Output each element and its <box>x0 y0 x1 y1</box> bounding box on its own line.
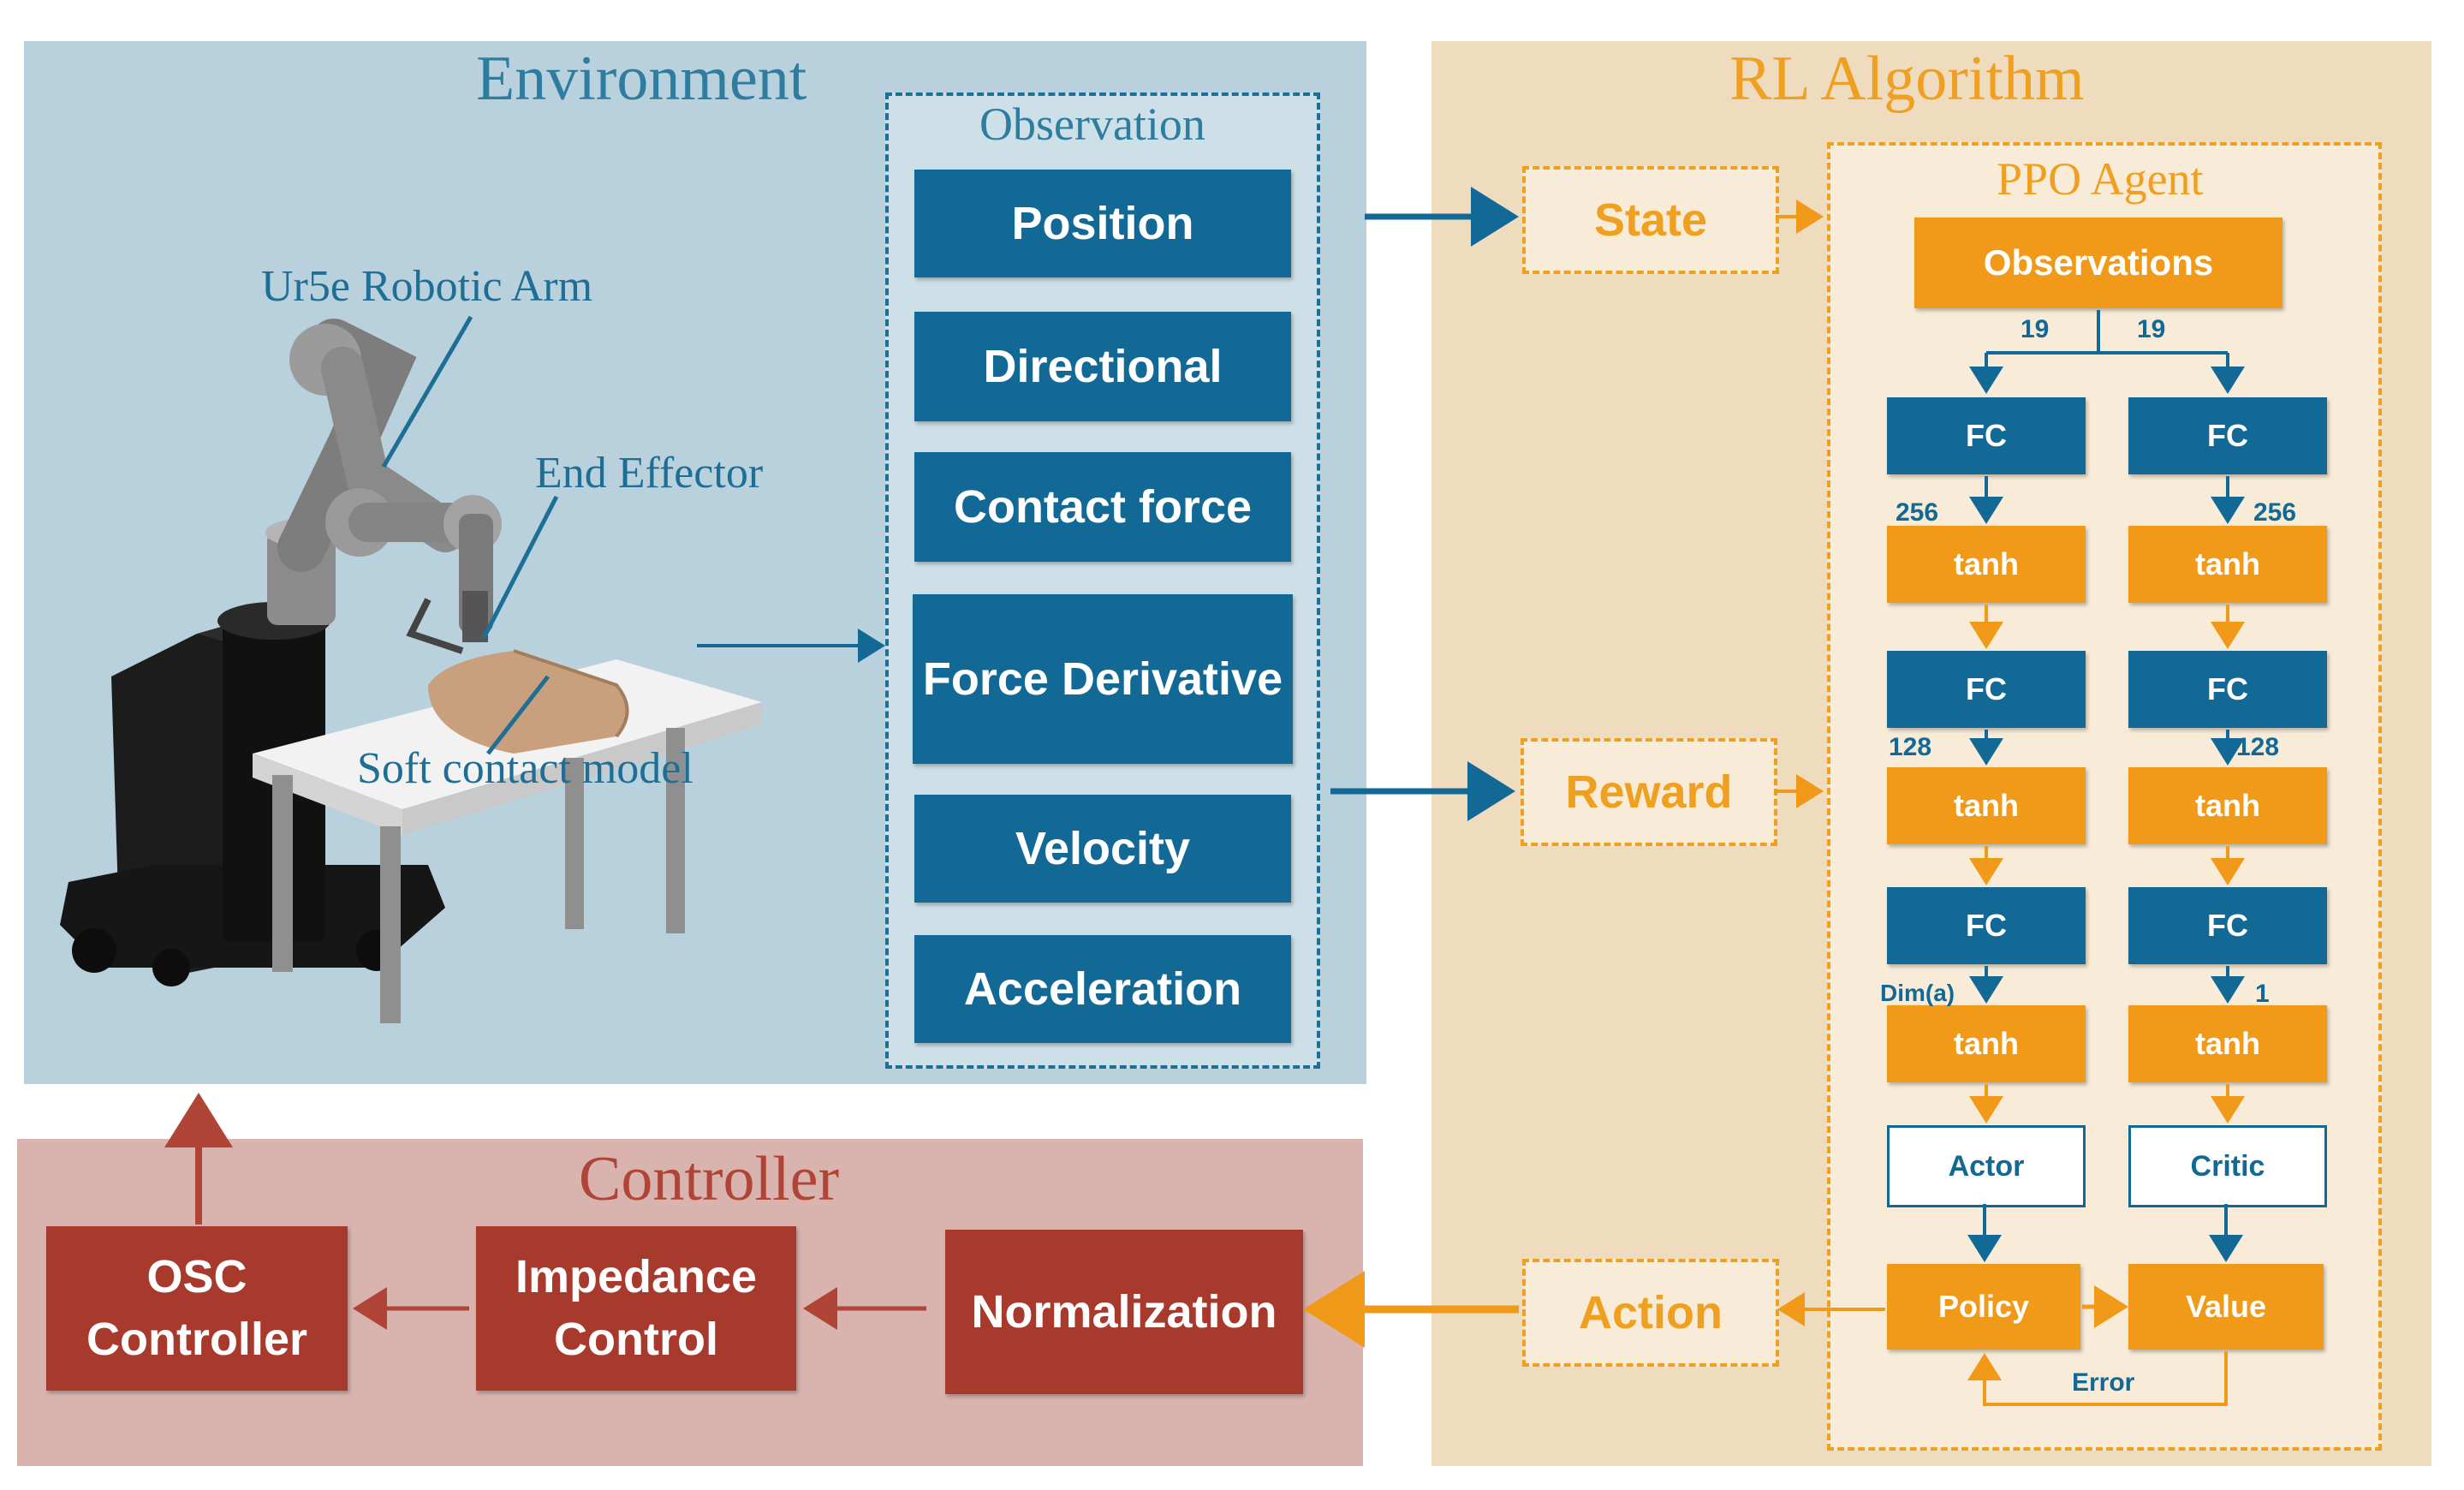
critic-node: Critic <box>2128 1125 2327 1207</box>
obs-velocity: Velocity <box>914 795 1291 903</box>
actor-fc-3: FC <box>1887 887 2086 964</box>
split-dim-critic: 19 <box>2137 315 2166 343</box>
critic-tanh-3: tanh <box>2128 1005 2327 1082</box>
critic-tanh-2: tanh <box>2128 767 2327 844</box>
actor-tanh-1: tanh <box>1887 526 2086 603</box>
obs-acceleration: Acceleration <box>914 935 1291 1043</box>
controller-title: Controller <box>579 1144 840 1214</box>
obs-force-derivative: Force Derivative <box>913 594 1293 764</box>
obs-directional: Directional <box>914 312 1291 421</box>
critic-dim-1: 256 <box>2253 498 2297 527</box>
robot-arm-label: Ur5e Robotic Arm <box>261 262 593 311</box>
state-box: State <box>1522 166 1779 274</box>
critic-fc-3: FC <box>2128 887 2327 964</box>
environment-title: Environment <box>476 44 807 114</box>
obs-contact-force: Contact force <box>914 452 1291 562</box>
end-effector-label: End Effector <box>535 449 764 498</box>
actor-dim-3: Dim(a) <box>1880 980 1955 1006</box>
obs-position: Position <box>914 170 1291 277</box>
action-box: Action <box>1522 1259 1779 1367</box>
actor-dim-2: 128 <box>1889 733 1932 761</box>
actor-node: Actor <box>1887 1125 2086 1207</box>
reward-box: Reward <box>1521 738 1777 846</box>
actor-fc-1: FC <box>1887 397 2086 474</box>
robot-illustration <box>60 315 762 1023</box>
error-label: Error <box>2072 1368 2135 1397</box>
critic-fc-1: FC <box>2128 397 2327 474</box>
actor-tanh-2: tanh <box>1887 767 2086 844</box>
soft-contact-model-label: Soft contact model <box>357 744 693 793</box>
normalization-box: Normalization <box>945 1230 1303 1394</box>
observation-title: Observation <box>979 98 1205 150</box>
observations-node: Observations <box>1914 218 2282 308</box>
critic-tanh-1: tanh <box>2128 526 2327 603</box>
ppo-agent-title: PPO Agent <box>1997 153 2204 205</box>
impedance-control-box: Impedance Control <box>476 1226 796 1391</box>
actor-tanh-3: tanh <box>1887 1005 2086 1082</box>
osc-controller-box: OSC Controller <box>46 1226 348 1391</box>
critic-dim-3: 1 <box>2255 980 2270 1008</box>
critic-fc-2: FC <box>2128 651 2327 728</box>
actor-dim-1: 256 <box>1896 498 1939 527</box>
policy-node: Policy <box>1887 1264 2080 1350</box>
value-node: Value <box>2128 1264 2324 1350</box>
split-dim-actor: 19 <box>2021 315 2050 343</box>
actor-fc-2: FC <box>1887 651 2086 728</box>
rl-algorithm-title: RL Algorithm <box>1729 44 2085 114</box>
